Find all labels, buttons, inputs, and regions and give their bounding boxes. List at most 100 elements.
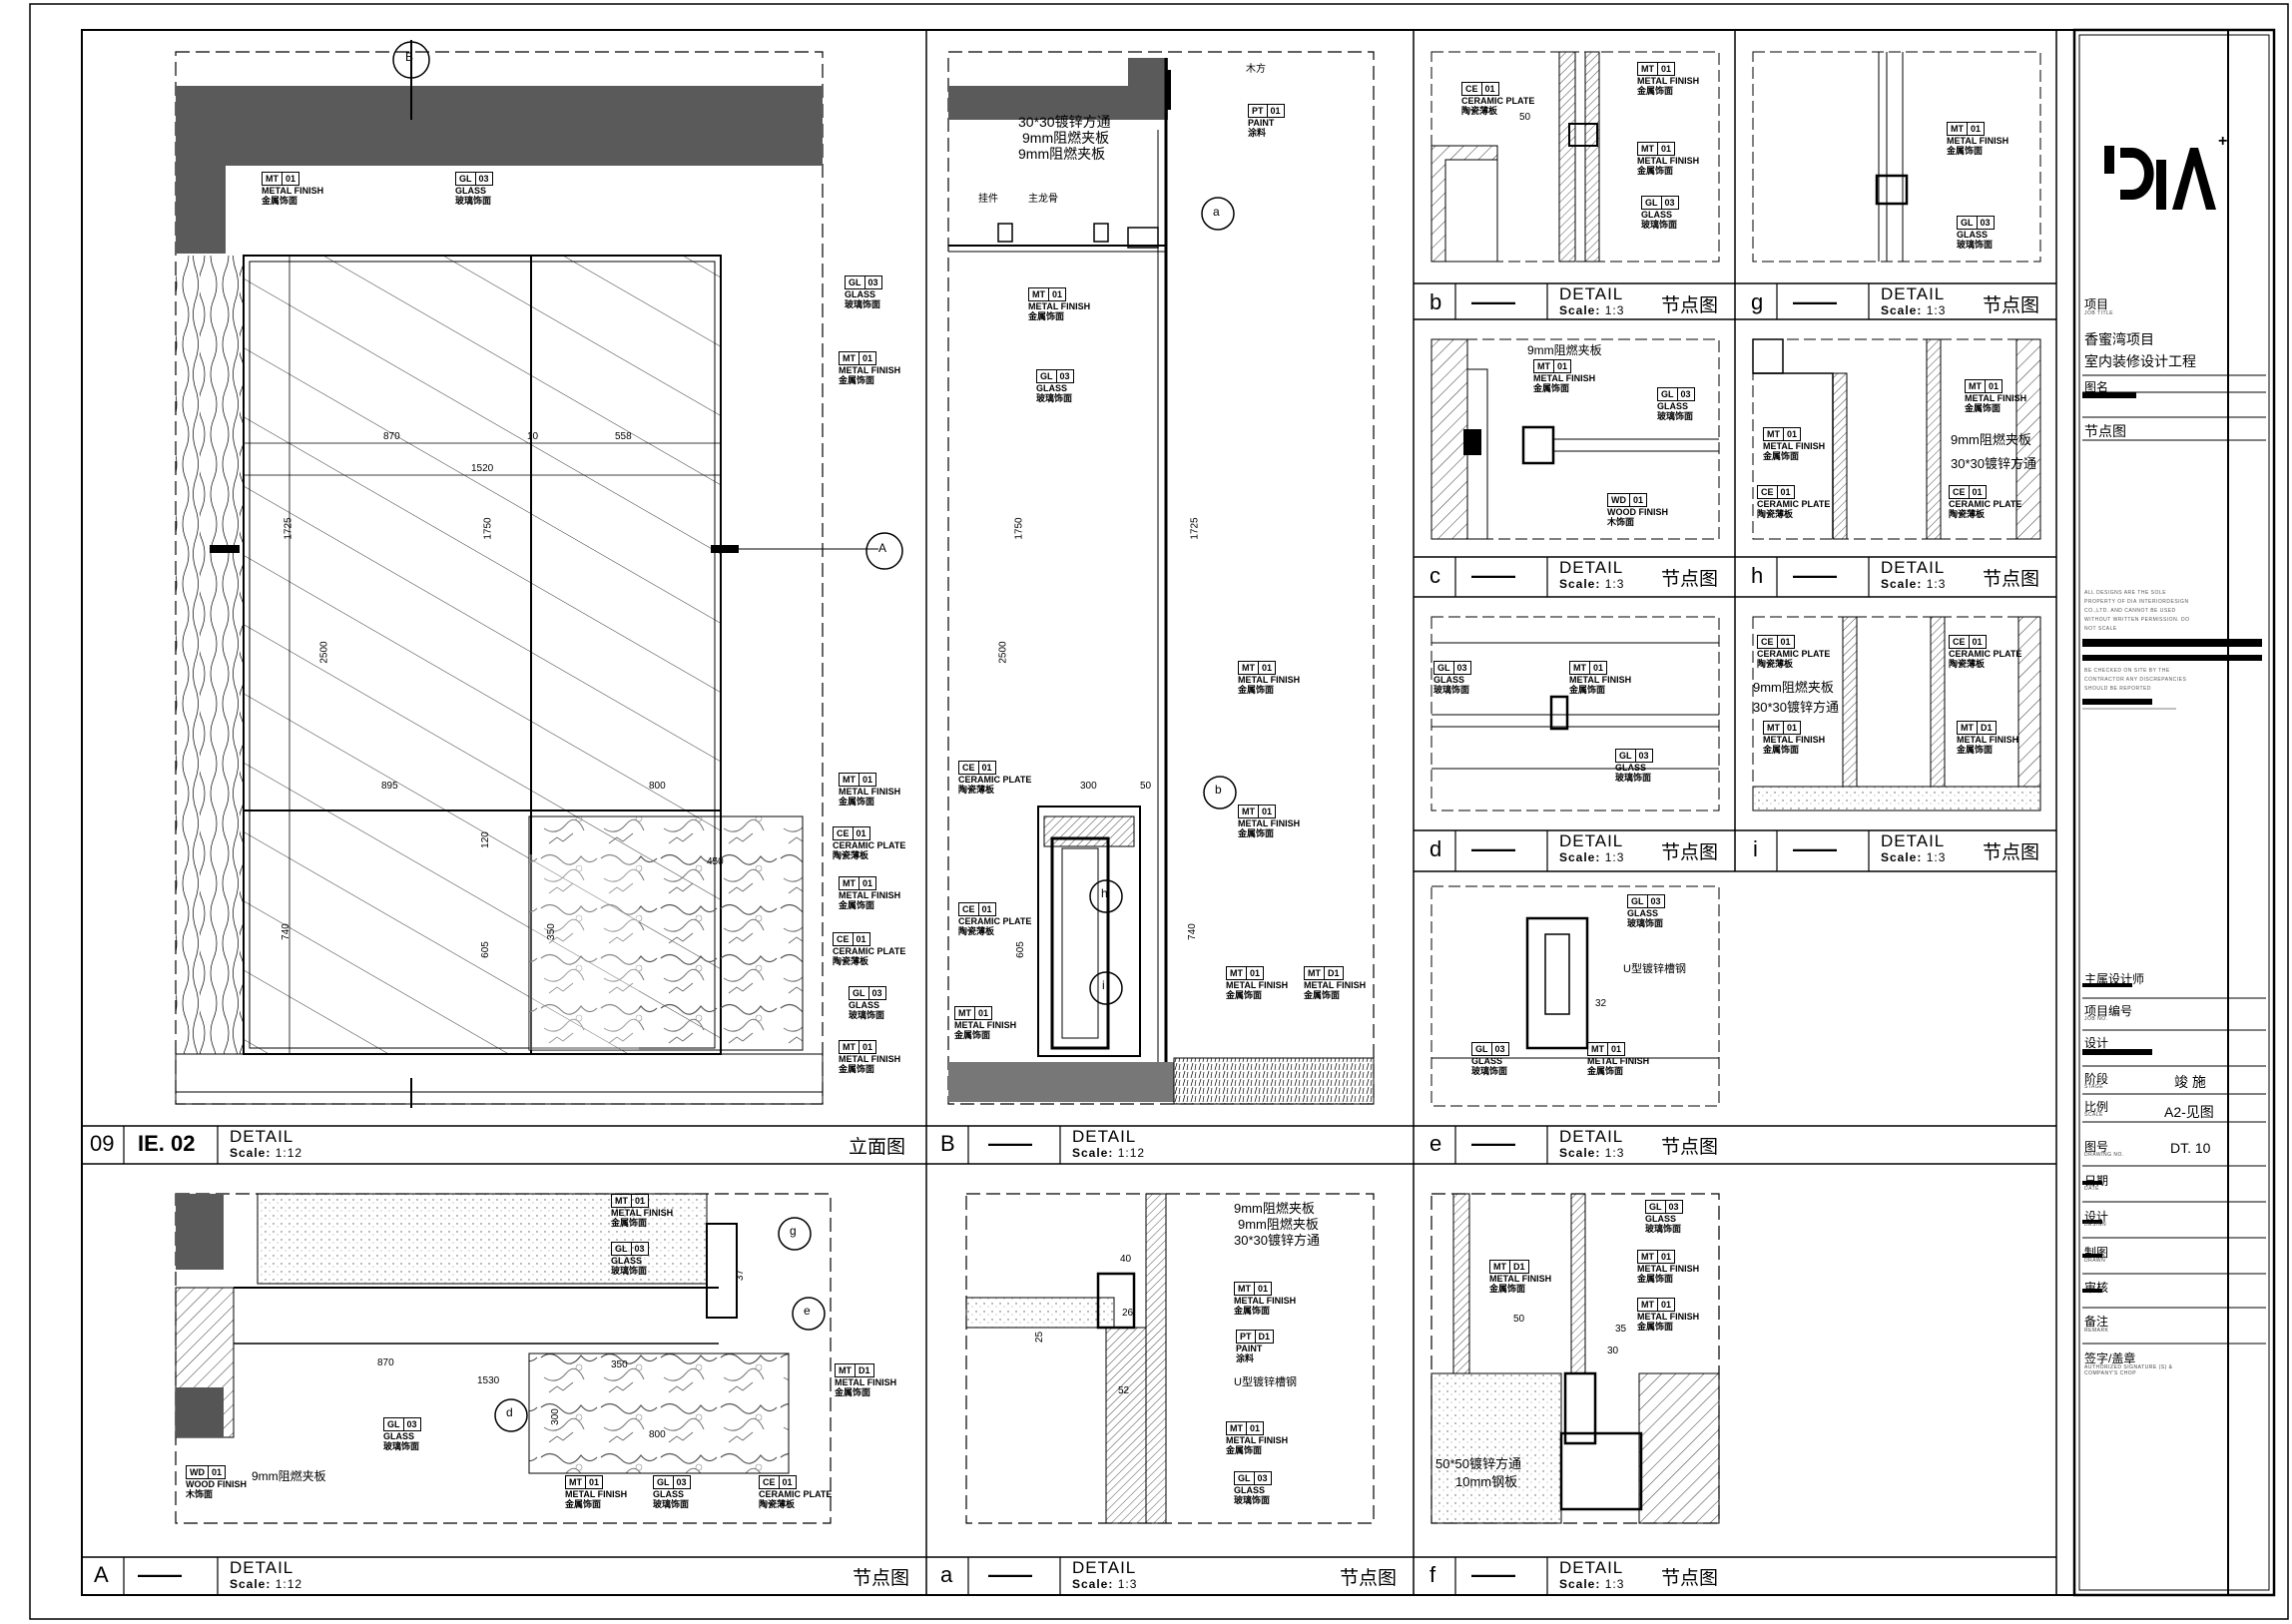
dim-1520: 1520 bbox=[471, 463, 494, 474]
dim-870: 870 bbox=[377, 1357, 394, 1368]
dia-logo-icon: + bbox=[2104, 133, 2227, 210]
dim-605: 605 bbox=[1014, 941, 1026, 958]
drawing-name: 节点图 bbox=[2084, 423, 2126, 439]
stage-value: 竣 施 bbox=[2174, 1074, 2206, 1090]
dim-40: 40 bbox=[1120, 1254, 1132, 1265]
annotation-gua-jian: 挂件 bbox=[978, 194, 998, 205]
dim-120: 120 bbox=[479, 831, 491, 848]
dim-1750: 1750 bbox=[482, 517, 494, 540]
dim-10: 10 bbox=[527, 431, 539, 442]
dim-450: 450 bbox=[707, 856, 724, 867]
elevation-drawing-09 bbox=[175, 40, 878, 1108]
detail-drawing-i bbox=[1752, 616, 2041, 812]
dim-1725: 1725 bbox=[283, 517, 294, 540]
detail-drawing-d bbox=[1431, 616, 1720, 812]
plan-drawing-A bbox=[175, 1193, 832, 1524]
dim-50: 50 bbox=[1140, 781, 1152, 792]
annotation-u-steel: U型镀锌槽钢 bbox=[1234, 1376, 1297, 1388]
dim-37: 37 bbox=[735, 1269, 747, 1282]
dim-50: 50 bbox=[1519, 112, 1531, 123]
dim-2500: 2500 bbox=[997, 641, 1009, 664]
annotation-thirty: 30*30镀锌方通 bbox=[1234, 1233, 1320, 1248]
dim-26: 26 bbox=[1122, 1308, 1134, 1319]
section-drawing-B bbox=[947, 51, 1375, 1105]
dim-558: 558 bbox=[615, 431, 632, 442]
dim-740: 740 bbox=[280, 923, 291, 940]
title-block-frame bbox=[2072, 28, 2276, 1597]
drawing-number-value: DT. 10 bbox=[2170, 1140, 2211, 1156]
drawing-name-label: 图名 bbox=[2084, 380, 2109, 394]
annotation-nine-mm-fire: 9mm阻燃夹板 bbox=[1018, 146, 1106, 162]
inner-frame bbox=[81, 29, 2229, 1596]
detail-drawing-e bbox=[1431, 885, 1720, 1107]
annotation-nine-mm: 9mm阻燃夹板 bbox=[1753, 680, 1834, 695]
dim-350: 350 bbox=[611, 1359, 628, 1370]
annotation-thirty: 30*30镀锌方通 bbox=[1951, 456, 2036, 471]
project-label: 项目 bbox=[2084, 297, 2109, 311]
panel-09-code: IE. 02 bbox=[138, 1131, 196, 1156]
dim-32: 32 bbox=[1595, 998, 1607, 1009]
detail-drawing-f bbox=[1431, 1193, 1720, 1524]
dim-1530: 1530 bbox=[477, 1375, 500, 1386]
dim-50: 50 bbox=[1513, 1314, 1525, 1325]
marker-e-label: e bbox=[804, 1304, 811, 1318]
disclaimer-note: ALL DESIGNS ARE THE SOLE PROPERTY OF DIA… bbox=[2084, 590, 2190, 632]
outer-frame bbox=[29, 3, 2289, 1620]
annotation-mu-fang: 木方 bbox=[1246, 64, 1266, 75]
detail-drawing-g bbox=[1752, 51, 2041, 263]
annotation-thirty: 30*30镀锌方通 bbox=[1018, 114, 1111, 130]
annotation-nine-mm: 9mm阻燃夹板 bbox=[252, 1469, 326, 1483]
dim-1725: 1725 bbox=[1189, 517, 1201, 540]
dim-800: 800 bbox=[649, 781, 666, 792]
dim-30: 30 bbox=[1607, 1346, 1619, 1356]
scale-value: A2-见图 bbox=[2164, 1104, 2214, 1120]
annotation-ten-mm: 10mm钢板 bbox=[1455, 1474, 1518, 1489]
project-name-1: 香蜜湾项目 bbox=[2084, 331, 2154, 347]
project-name-2: 室内装修设计工程 bbox=[2084, 353, 2196, 369]
annotation-nine-mm-fire: 9mm阻燃夹板 bbox=[1234, 1201, 1315, 1216]
dim-300: 300 bbox=[549, 1408, 561, 1425]
detail-drawing-b bbox=[1431, 51, 1720, 263]
dim-895: 895 bbox=[381, 781, 398, 792]
annotation-nine-mm: 9mm阻燃夹板 bbox=[1527, 343, 1602, 357]
marker-h-label: h bbox=[1101, 886, 1108, 900]
